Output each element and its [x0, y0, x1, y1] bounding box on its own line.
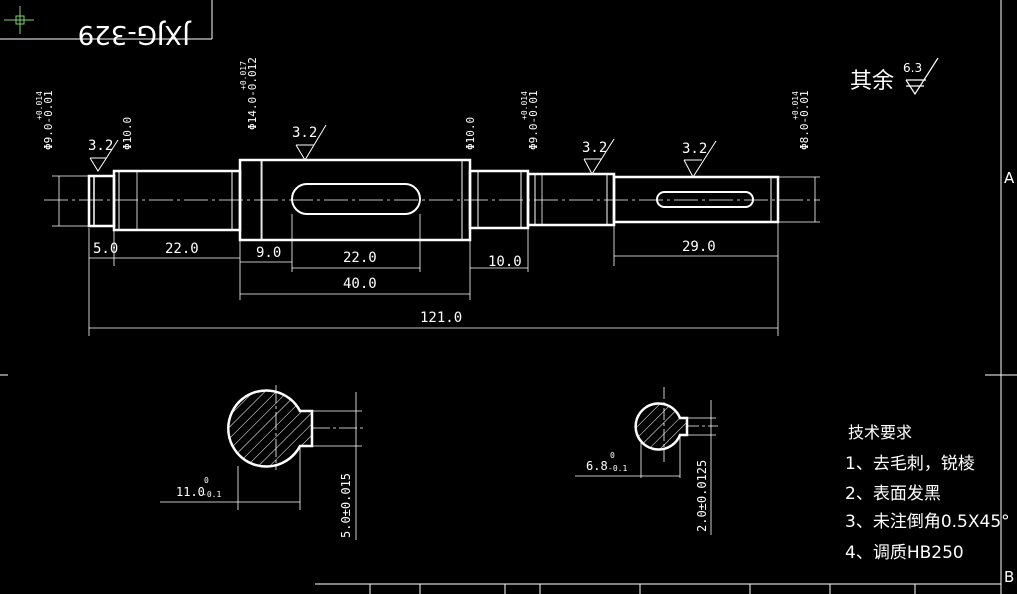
dim-d3-tol: +0.017: [239, 61, 248, 90]
section-right-width: 6.8: [586, 459, 608, 473]
roughness-mark-1: 3.2: [88, 138, 119, 172]
drawing-title-code: JXJG-329: [78, 19, 192, 49]
roughness-value-4: 3.2: [682, 141, 707, 157]
section-left: 11.0 0 -0.1 5.0±0.015: [160, 385, 364, 540]
section-right-tol-bottom: -0.1: [608, 464, 627, 473]
diameter-dimension-lines: [52, 160, 820, 240]
roughness-symbol-icon: [89, 139, 119, 172]
shaft-main-view: [44, 158, 820, 242]
dim-d1: Φ9.0-0.01: [42, 90, 55, 150]
roughness-mark-2: 3.2: [292, 124, 327, 161]
dim-len-g: 29.0: [682, 239, 716, 255]
tech-req-item: 4、调质HB250: [845, 543, 964, 563]
roughness-mark-3: 3.2: [582, 138, 615, 175]
dim-len-c: 9.0: [256, 245, 281, 261]
dim-len-f: 10.0: [488, 254, 522, 270]
dim-d6-tol: +0.014: [791, 91, 800, 120]
dim-len-d: 22.0: [343, 250, 377, 266]
roughness-value-2: 3.2: [292, 125, 317, 141]
section-right: 6.8 0 -0.1 2.0±0.0125: [575, 387, 718, 535]
roughness-symbol-icon: [583, 138, 615, 175]
dim-len-a: 5.0: [93, 241, 118, 257]
tech-req-heading: 技术要求: [848, 423, 912, 442]
section-left-tol-top: 0: [204, 476, 209, 485]
zone-label-a: A: [1004, 169, 1015, 187]
dim-d1-tol: +0.014: [35, 91, 44, 120]
tech-req-item: 2、表面发黑: [845, 484, 941, 504]
dim-len-b: 22.0: [165, 241, 199, 257]
title-block: JXJG-329: [0, 0, 213, 49]
roughness-other-label: 其余: [850, 69, 894, 94]
zone-label-b: B: [1004, 568, 1014, 586]
dim-d5: Φ9.0-0.01: [527, 90, 540, 150]
dim-d2: Φ10.0: [121, 117, 134, 150]
roughness-symbol-icon: [683, 140, 717, 178]
crosshair-icon: [4, 6, 34, 34]
diameter-labels: Φ9.0-0.01 +0.014 Φ10.0 Φ14.0-0.012 +0.01…: [35, 57, 811, 150]
roughness-mark-4: 3.2: [682, 140, 717, 178]
section-left-key-dim: 5.0±0.015: [339, 473, 353, 538]
tech-req-item: 3、未注倒角0.5X45°: [845, 512, 1010, 532]
dim-d5-tol: +0.014: [520, 91, 529, 120]
section-left-tol-bottom: -0.1: [202, 490, 221, 499]
roughness-symbol-icon: [905, 57, 939, 96]
dim-len-e: 40.0: [343, 276, 377, 292]
dim-d4: Φ10.0: [464, 117, 477, 150]
roughness-default-value: 6.3: [903, 61, 922, 75]
roughness-symbol-icon: [295, 124, 327, 161]
tech-req-item: 1、去毛刺，锐棱: [845, 454, 975, 474]
roughness-value-3: 3.2: [582, 140, 607, 156]
dim-overall: 121.0: [420, 310, 462, 326]
roughness-marks: 3.2 3.2 3.2 3.2: [88, 124, 717, 178]
technical-requirements: 技术要求 1、去毛刺，锐棱 2、表面发黑 3、未注倒角0.5X45° 4、调质H…: [845, 423, 1010, 563]
section-right-key-dim: 2.0±0.0125: [695, 460, 709, 532]
dim-d3: Φ14.0-0.012: [246, 57, 259, 130]
length-dimension-lines: [88, 214, 779, 336]
section-right-tol-top: 0: [610, 451, 615, 460]
dim-d6: Φ8.0-0.01: [798, 90, 811, 150]
roughness-value-1: 3.2: [88, 138, 113, 154]
length-labels: 5.0 22.0 9.0 22.0 40.0 10.0 29.0 121.0: [93, 239, 716, 326]
section-left-width: 11.0: [176, 485, 205, 499]
roughness-default-note: 其余 6.3: [850, 57, 939, 96]
